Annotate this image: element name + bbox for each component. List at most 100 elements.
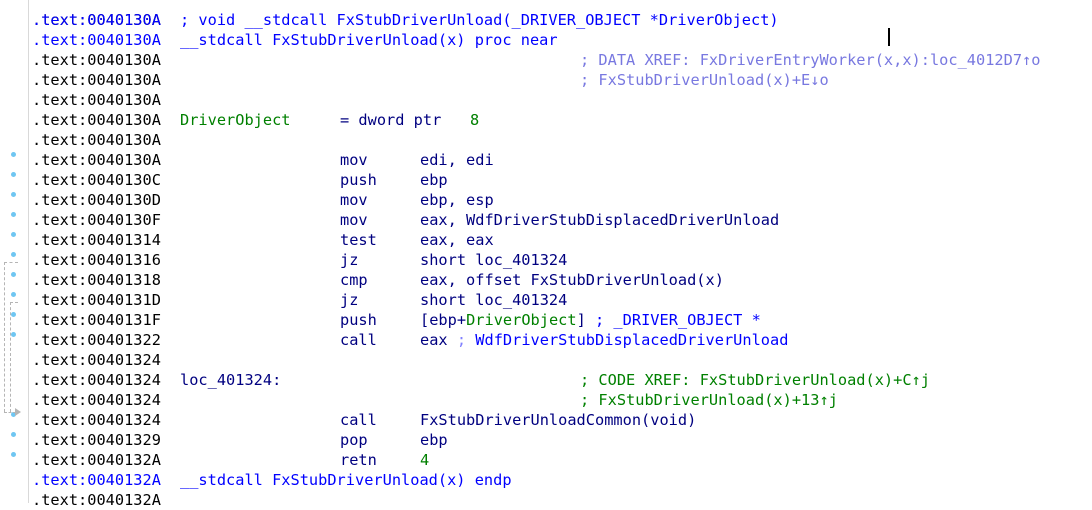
instruction-operands: ebp bbox=[420, 430, 448, 450]
code-label: loc_401324: bbox=[180, 371, 282, 389]
jump-arrow-line bbox=[4, 262, 18, 263]
listing-line[interactable]: .text:0040130A ; FxStubDriverUnload(x)+E↓… bbox=[32, 70, 829, 90]
function-declaration: __stdcall FxStubDriverUnload(x) endp bbox=[180, 471, 512, 489]
line-address: .text:0040130D bbox=[32, 191, 161, 209]
instruction-mnemonic: cmp bbox=[340, 271, 368, 289]
instruction-operands: eax, offset FxStubDriverUnload(x) bbox=[420, 270, 724, 290]
listing-line[interactable]: .text:00401324 bbox=[32, 350, 161, 370]
line-address: .text:00401322 bbox=[32, 331, 161, 349]
xref-comment: ; FxStubDriverUnload(x)+E↓o bbox=[580, 71, 829, 89]
operand-text: FxStubDriverUnloadCommon(void) bbox=[420, 411, 697, 429]
instruction-operands: short loc_401324 bbox=[420, 250, 567, 270]
line-address: .text:0040132A bbox=[32, 471, 161, 489]
breakpoint-dot[interactable] bbox=[11, 332, 16, 337]
operand-text: ] bbox=[576, 311, 586, 329]
instruction-operands: eax, WdfDriverStubDisplacedDriverUnload bbox=[420, 210, 779, 230]
operand-text: eax, offset FxStubDriverUnload(x) bbox=[420, 271, 724, 289]
instruction-mnemonic: mov bbox=[340, 151, 368, 169]
line-address: .text:00401329 bbox=[32, 431, 161, 449]
line-address: .text:00401314 bbox=[32, 231, 161, 249]
listing-line[interactable]: .text:0040131D jz short loc_401324 bbox=[32, 290, 567, 310]
line-address: .text:00401316 bbox=[32, 251, 161, 269]
listing-line[interactable]: .text:0040130A mov edi, edi bbox=[32, 150, 494, 170]
function-declaration: ; void __stdcall FxStubDriverUnload(_DRI… bbox=[180, 11, 779, 29]
listing-line[interactable]: .text:0040130A bbox=[32, 0, 161, 29]
inline-comment: ; _DRIVER_OBJECT * bbox=[595, 311, 761, 329]
jump-arrow-icon bbox=[15, 408, 21, 416]
xref-comment: ; FxStubDriverUnload(x)+13↑j bbox=[580, 391, 838, 409]
jump-arrow-line bbox=[4, 412, 16, 413]
breakpoint-dot[interactable] bbox=[11, 412, 16, 417]
line-address: .text:0040130A bbox=[32, 71, 161, 89]
line-address: .text:00401324 bbox=[32, 371, 161, 389]
breakpoint-dot[interactable] bbox=[11, 252, 16, 257]
line-address: .text:0040130A bbox=[32, 151, 161, 169]
operand-text: ebp bbox=[420, 431, 448, 449]
line-address: .text:00401318 bbox=[32, 271, 161, 289]
flow-arrows-gutter bbox=[0, 0, 29, 503]
line-address: .text:0040130F bbox=[32, 211, 161, 229]
listing-line[interactable]: .text:0040130A bbox=[32, 90, 161, 110]
breakpoint-dot[interactable] bbox=[11, 272, 16, 277]
instruction-operands: eax, eax bbox=[420, 230, 494, 250]
operand-text: edi, edi bbox=[420, 151, 494, 169]
disassembly-listing[interactable]: .text:0040130A .text:0040130A ; void __st… bbox=[32, 0, 1040, 510]
listing-line[interactable]: .text:00401318 cmp eax, offset FxStubDrive… bbox=[32, 270, 724, 290]
operand-text: ebp bbox=[420, 171, 448, 189]
listing-line[interactable]: .text:00401316 jz short loc_401324 bbox=[32, 250, 567, 270]
instruction-operands: [ebp+DriverObject] ; _DRIVER_OBJECT * bbox=[420, 310, 761, 330]
breakpoint-dot[interactable] bbox=[11, 232, 16, 237]
breakpoint-dot[interactable] bbox=[11, 312, 16, 317]
operand-text: [ebp+ bbox=[420, 311, 467, 329]
instruction-mnemonic: jz bbox=[340, 251, 359, 269]
breakpoint-dot[interactable] bbox=[11, 212, 16, 217]
instruction-mnemonic: call bbox=[340, 411, 377, 429]
line-address: .text:0040131D bbox=[32, 291, 161, 309]
jump-arrow-line bbox=[10, 302, 11, 412]
line-address: .text:0040132A bbox=[32, 491, 161, 509]
instruction-operands: 4 bbox=[420, 450, 429, 470]
line-address: .text:0040130A bbox=[32, 111, 161, 129]
instruction-operands: ebp, esp bbox=[420, 190, 494, 210]
breakpoint-dot[interactable] bbox=[11, 452, 16, 457]
jump-arrow-line bbox=[4, 262, 5, 412]
line-address: .text:0040130A bbox=[32, 11, 161, 29]
listing-line[interactable]: .text:0040132A __stdcall FxStubDriverUnlo… bbox=[32, 470, 512, 490]
listing-line[interactable]: .text:0040130A ; void __stdcall FxStubDri… bbox=[32, 10, 779, 30]
breakpoint-dot[interactable] bbox=[11, 432, 16, 437]
text-cursor bbox=[888, 28, 890, 46]
breakpoint-dot[interactable] bbox=[11, 292, 16, 297]
listing-line[interactable]: .text:0040130A__stdcall FxStubDriverUnlo… bbox=[32, 30, 558, 50]
instruction-operands: short loc_401324 bbox=[420, 290, 567, 310]
stack-variable-name: DriverObject bbox=[180, 111, 291, 129]
breakpoint-dot[interactable] bbox=[11, 192, 16, 197]
line-address: .text:00401324 bbox=[32, 391, 161, 409]
listing-line[interactable]: .text:0040132A bbox=[32, 490, 161, 510]
listing-line[interactable]: .text:0040130A ; DATA XREF: FxDriverEntry… bbox=[32, 50, 1040, 70]
listing-line[interactable]: .text:0040130A bbox=[32, 130, 161, 150]
breakpoint-dot[interactable] bbox=[11, 172, 16, 177]
instruction-operands: edi, edi bbox=[420, 150, 494, 170]
operand-text: short loc_401324 bbox=[420, 291, 568, 309]
xref-comment: ; DATA XREF: FxDriverEntryWorker(x,x):lo… bbox=[580, 51, 1041, 69]
stack-variable-definition: = dword ptr bbox=[340, 111, 442, 129]
operand-text: ebp, esp bbox=[420, 191, 494, 209]
instruction-operands: eax ; WdfDriverStubDisplacedDriverUnload bbox=[420, 330, 788, 350]
line-address: .text:0040130A bbox=[32, 131, 161, 149]
breakpoint-dot[interactable] bbox=[11, 152, 16, 157]
instruction-mnemonic: jz bbox=[340, 291, 359, 309]
operand-text: short loc_401324 bbox=[420, 251, 568, 269]
line-address: .text:0040130A bbox=[32, 51, 161, 69]
listing-line[interactable]: .text:00401324 ; FxStubDriverUnload(x)+13… bbox=[32, 390, 838, 410]
